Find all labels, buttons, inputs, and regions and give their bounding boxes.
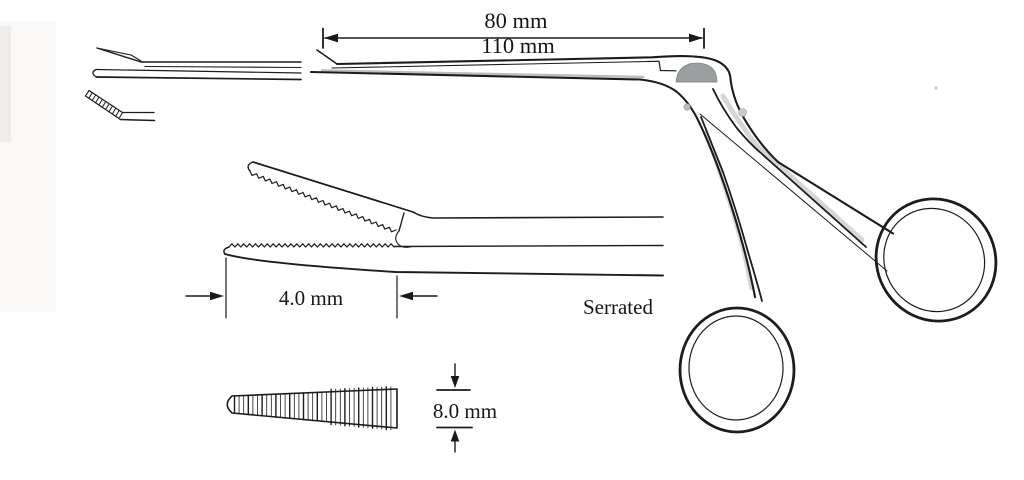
face-view-outline bbox=[226, 388, 398, 429]
upper-jaw-tip-cap bbox=[247, 161, 254, 172]
lower-shaft-line-1 bbox=[95, 68, 302, 74]
closed-tip-side-view bbox=[92, 47, 302, 81]
lower-shaft-line-2 bbox=[95, 76, 302, 81]
lower-jaw-tip-cap bbox=[223, 246, 230, 255]
back-arm-inner-edge bbox=[712, 88, 867, 248]
upper-jaw-top-edge bbox=[252, 161, 414, 213]
dim-arrowhead-left bbox=[324, 33, 338, 43]
ring-left-outer bbox=[678, 306, 796, 434]
dimension-overall-length: 80 mm 110 mm bbox=[322, 8, 705, 58]
finger-ring-right bbox=[874, 197, 998, 323]
jaw-junction-line bbox=[398, 212, 405, 232]
band-tail-line-2 bbox=[119, 118, 156, 122]
dimension-label-110mm: 110 mm bbox=[481, 33, 555, 58]
arrowhead-right bbox=[399, 291, 413, 301]
band-rung bbox=[98, 98, 103, 106]
detail-shaft-middle-line bbox=[393, 244, 664, 248]
shaft-shading bbox=[320, 69, 645, 79]
serrated-tip-fragment bbox=[84, 89, 156, 122]
band-rung bbox=[85, 90, 90, 97]
face-view-hatching bbox=[233, 386, 392, 431]
shaft-notch bbox=[647, 60, 677, 72]
band-rung bbox=[111, 107, 117, 115]
jaw-face-view bbox=[226, 386, 398, 431]
lever-line bbox=[699, 113, 888, 272]
shaft-and-front-arm-outer-edge bbox=[309, 70, 757, 299]
page-edge-shading bbox=[0, 22, 56, 312]
dimension-label-4mm: 4.0 mm bbox=[279, 286, 343, 310]
band-rung bbox=[91, 94, 97, 101]
band-rung bbox=[105, 103, 110, 110]
edge-shade-strip bbox=[0, 26, 11, 142]
dimension-jaw-width: 8.0 mm bbox=[433, 363, 497, 453]
hinge-screw-bump bbox=[738, 108, 747, 117]
finger-ring-left bbox=[678, 306, 796, 434]
serrated-label: Serrated bbox=[583, 295, 653, 319]
arrowhead-up bbox=[450, 429, 460, 442]
ring-right-inner bbox=[883, 207, 986, 313]
band-rung bbox=[115, 109, 120, 117]
shaft-inner-line bbox=[331, 60, 649, 69]
tip-open-jaw-line bbox=[316, 49, 338, 65]
pivot-pin-dot bbox=[683, 103, 691, 111]
front-arm-inner-edge bbox=[700, 116, 763, 302]
band-rung bbox=[108, 105, 113, 113]
lower-jaw-serration bbox=[228, 243, 395, 248]
hinge-boss-shaded bbox=[675, 62, 718, 83]
main-instrument bbox=[309, 49, 998, 434]
dimension-label-8mm: 8.0 mm bbox=[433, 399, 497, 423]
band-rung bbox=[88, 92, 93, 99]
shaft-and-back-arm-outer-edge bbox=[335, 54, 895, 235]
back-arm-shading bbox=[720, 93, 865, 243]
lower-tip-cap bbox=[92, 68, 98, 78]
ring-right-outer bbox=[874, 197, 998, 323]
scan-speck bbox=[934, 86, 938, 90]
dimension-label-80mm: 80 mm bbox=[484, 8, 548, 33]
enlarged-jaw-detail bbox=[223, 161, 664, 277]
dimension-jaw-length: 4.0 mm bbox=[185, 257, 438, 319]
upper-jaw-serration bbox=[249, 170, 397, 233]
open-jaw-inner-edge bbox=[96, 47, 142, 62]
open-jaw-upper-edge bbox=[96, 47, 142, 63]
band-rung bbox=[95, 96, 100, 104]
arrowhead-left bbox=[210, 291, 224, 301]
ring-left-inner bbox=[688, 315, 784, 421]
band-rung bbox=[118, 112, 123, 119]
arrowhead-down bbox=[450, 376, 460, 388]
band-rung bbox=[101, 101, 107, 108]
dim-arrowhead-right bbox=[689, 33, 703, 43]
jaw-throat-curve bbox=[395, 230, 413, 248]
lower-jaw-bottom-edge bbox=[224, 253, 664, 277]
upper-shaft-line-2 bbox=[144, 65, 302, 69]
detail-shaft-top-line bbox=[412, 211, 664, 219]
